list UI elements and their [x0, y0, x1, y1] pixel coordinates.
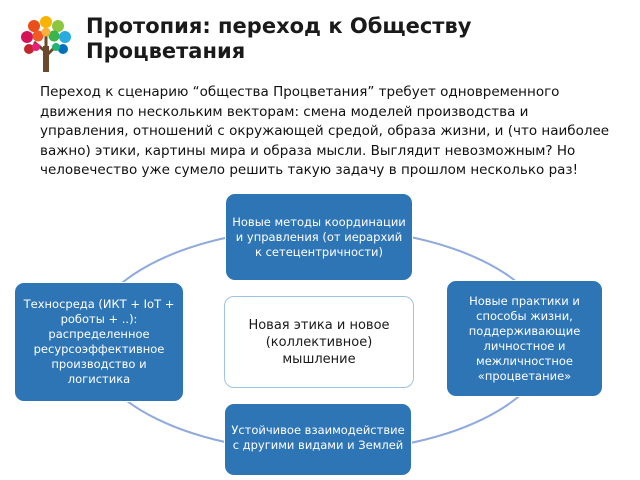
- node-technosphere: Техносреда (ИКТ + IoT + роботы + ..): ра…: [14, 282, 184, 402]
- page-title: Протопия: переход к Обществу Процветания: [86, 14, 472, 63]
- node-new-ethics: Новая этика и новое (коллективное) мышле…: [224, 296, 414, 388]
- tree-logo-icon: [21, 16, 71, 72]
- intro-paragraph: Переход к сценарию “общества Процветания…: [40, 84, 610, 178]
- node-new-practices: Новые практики и способы жизни, поддержи…: [446, 280, 603, 397]
- node-sustainable-interaction: Устойчивое взаимодействие с другими вида…: [224, 403, 412, 476]
- node-coordination-methods: Новые методы координации и управления (о…: [225, 193, 413, 281]
